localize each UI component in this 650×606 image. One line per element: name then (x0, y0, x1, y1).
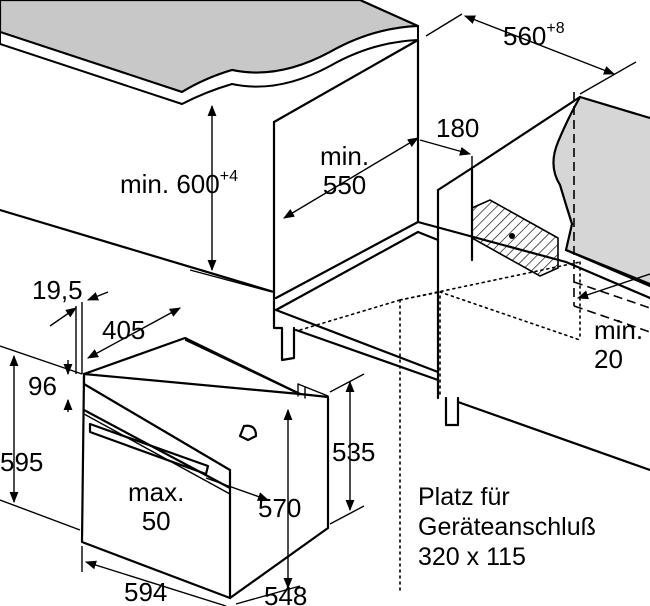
rear-gap-label: min. 20 (594, 316, 643, 374)
door-gap-prefix: max. (128, 477, 185, 507)
niche-depth-prefix: min. (320, 141, 370, 171)
vent-opening-label: 180 (436, 113, 480, 143)
niche-depth-label: min. 550 (320, 142, 369, 200)
vent-opening (471, 199, 559, 277)
oven (80, 336, 330, 600)
niche-structure (0, 38, 650, 472)
control-panel-height-label: 96 (28, 371, 57, 401)
note-line-2: Geräteanschluß (418, 513, 596, 541)
door-gap-label: max. 50 (128, 478, 184, 536)
dashed-guides (573, 92, 650, 333)
dimension-lines (0, 13, 650, 606)
oven-width-label: 594 (124, 577, 168, 606)
niche-depth-value: 550 (322, 170, 367, 200)
niche-height-label: min. 600+4 (120, 168, 238, 199)
niche-height-tolerance: +4 (219, 168, 238, 186)
front-panel-thickness-label: 19,5 (32, 275, 83, 305)
depth-front-offset-label: 405 (102, 315, 146, 345)
note-line-3: 320 x 115 (418, 543, 526, 571)
niche-width-tolerance: +8 (546, 20, 565, 38)
niche-height-value: min. 600 (120, 169, 220, 199)
note-line-1: Platz für (418, 483, 510, 511)
connection-space (299, 261, 581, 591)
connection-space-note: Platz für Geräteanschluß 320 x 115 (418, 482, 596, 572)
body-height-rear-label: 535 (332, 437, 376, 467)
countertop (0, 0, 420, 105)
niche-width-value: 560 (503, 21, 547, 51)
oven-depth-label: 548 (264, 581, 308, 606)
rear-gap-value: 20 (594, 344, 623, 374)
rear-gap-prefix: min. (594, 315, 644, 345)
niche-width-label: 560+8 (503, 20, 565, 51)
door-gap-value: 50 (141, 506, 171, 536)
oven-height-label: 595 (0, 447, 44, 477)
right-cabinet-wall (552, 95, 650, 300)
body-height-label: 570 (258, 493, 302, 523)
